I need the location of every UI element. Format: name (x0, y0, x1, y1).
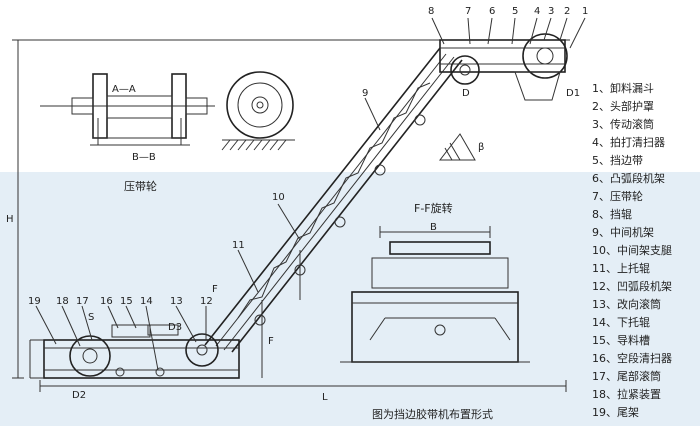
f-marker-left: F (212, 284, 218, 295)
legend-item: 11、上托辊 (592, 261, 650, 275)
callout-5: 5 (512, 6, 518, 17)
height-label: H (6, 214, 14, 225)
callout-11: 11 (232, 240, 245, 251)
legend-item: 7、压带轮 (592, 189, 643, 203)
callout-14: 14 (140, 296, 153, 307)
d2-label: D2 (72, 390, 86, 401)
pressure-roller-side-view (221, 71, 295, 151)
callout-7: 7 (465, 6, 471, 17)
background-band (0, 172, 700, 426)
callout-9: 9 (362, 88, 368, 99)
legend-item: 5、挡边带 (592, 153, 643, 167)
legend-item: 19、尾架 (592, 406, 639, 419)
legend-item: 12、凹弧段机架 (592, 279, 672, 293)
callout-13: 13 (170, 296, 183, 307)
legend-item: 15、导料槽 (592, 333, 650, 347)
d1-label: D1 (566, 88, 580, 99)
pressure-roller-caption: 压带轮 (124, 179, 157, 193)
f-marker-right: F (268, 336, 274, 347)
legend-item: 10、中间架支腿 (592, 244, 672, 257)
legend-item: 1、卸料漏斗 (592, 81, 654, 95)
legend-item: 14、下托辊 (592, 315, 650, 329)
figure-caption: 图为挡边胶带机布置形式 (372, 407, 493, 421)
leader-lines (35, 17, 586, 371)
callout-6: 6 (489, 6, 495, 17)
callout-10: 10 (272, 192, 285, 203)
legend-item: 16、空段清扫器 (592, 351, 672, 365)
callout-1: 1 (582, 6, 588, 17)
callout-18: 18 (56, 296, 69, 307)
callout-19: 19 (28, 296, 41, 307)
callout-8: 8 (428, 6, 434, 17)
ff-section-view (340, 226, 530, 363)
inclined-conveyor (29, 33, 568, 379)
callout-2: 2 (564, 6, 570, 17)
legend-item: 18、拉紧装置 (592, 387, 661, 401)
legend-item: 8、挡辊 (592, 207, 632, 221)
callout-4: 4 (534, 6, 540, 17)
legend-item: 13、改向滚筒 (592, 297, 661, 311)
legend-item: 17、尾部滚筒 (592, 369, 661, 383)
legend-item: 9、中间机架 (592, 225, 654, 239)
width-label: B (430, 222, 437, 233)
legend-item: 2、头部护罩 (592, 99, 654, 113)
s-label: S (88, 312, 94, 323)
angle-label: β (478, 142, 484, 153)
angle-indicator (438, 133, 476, 161)
callout-3: 3 (548, 6, 554, 17)
legend: 1、卸料漏斗 2、头部护罩 3、传动滚筒 4、拍打清扫器 5、挡边带 6、凸弧段… (592, 81, 672, 419)
aa-bb-section-view (40, 73, 215, 146)
length-label: L (322, 392, 328, 403)
callout-15: 15 (120, 296, 133, 307)
callout-16: 16 (100, 296, 113, 307)
section-aa-label: A—A (112, 84, 136, 95)
legend-item: 4、拍打清扫器 (592, 135, 665, 149)
ff-rotation-label: F-F旋转 (414, 201, 453, 215)
legend-item: 6、凸弧段机架 (592, 171, 665, 185)
callout-17: 17 (76, 296, 89, 307)
d-label: D (462, 88, 470, 99)
section-bb-label: B—B (132, 152, 156, 163)
legend-item: 3、传动滚筒 (592, 117, 654, 131)
callout-12: 12 (200, 296, 213, 307)
d3-label: D3 (168, 322, 182, 333)
